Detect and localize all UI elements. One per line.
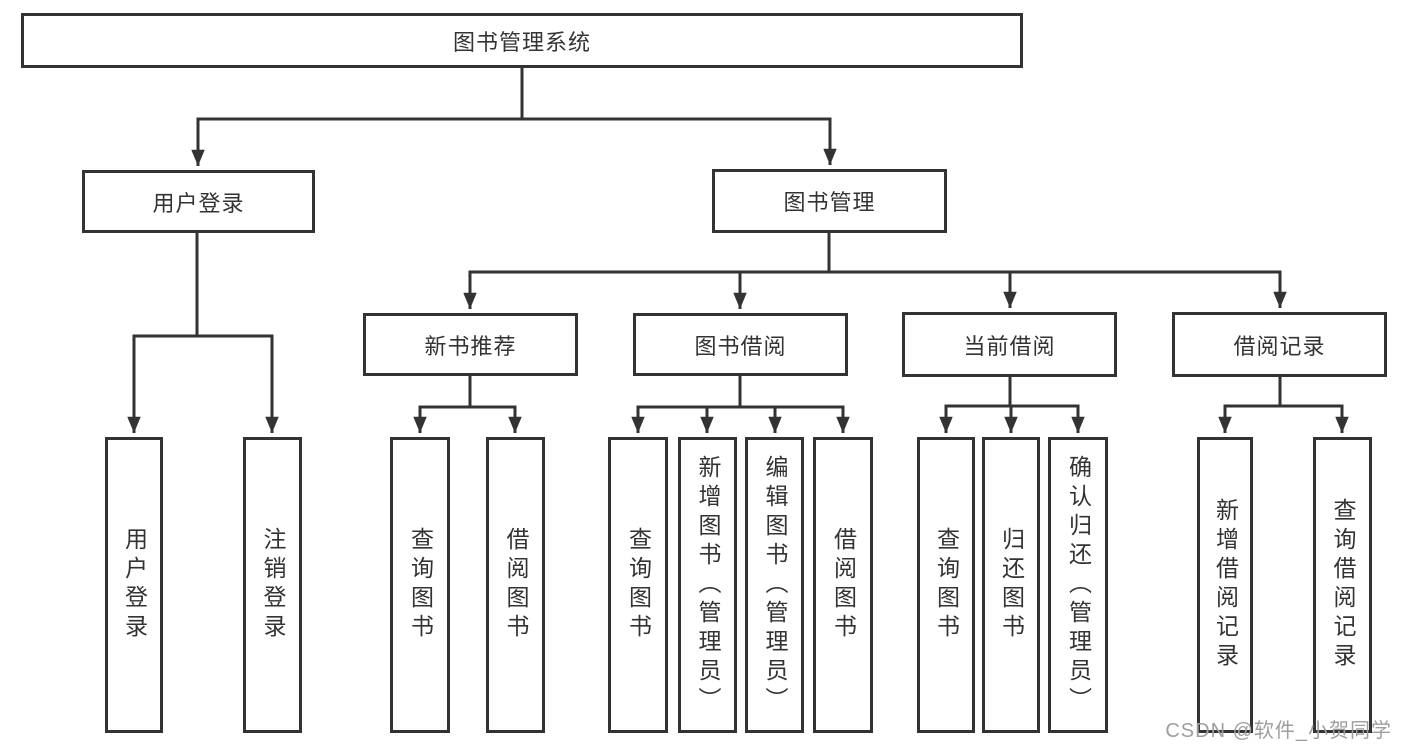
leaf-current-query-books: 查询图书 — [917, 437, 975, 733]
leaf-newbook-borrow-books: 借阅图书 — [486, 437, 545, 733]
node-current-borrowing: 当前借阅 — [902, 312, 1117, 377]
leaf-newbook-query-books: 查询图书 — [390, 437, 450, 733]
node-book-borrowing: 图书借阅 — [633, 313, 848, 376]
leaf-borrowing-borrow-books: 借阅图书 — [813, 437, 873, 733]
node-new-book-recommendation: 新书推荐 — [363, 313, 578, 376]
leaf-logout: 注销登录 — [243, 437, 302, 733]
leaf-records-add-record: 新增借阅记录 — [1197, 437, 1253, 733]
leaf-current-return-books: 归还图书 — [982, 437, 1040, 733]
leaf-borrowing-edit-books-admin: 编辑图书（管理员） — [745, 437, 804, 733]
watermark-text: CSDN @软件_小贺同学 — [1165, 720, 1392, 742]
leaf-user-login: 用户登录 — [105, 437, 163, 733]
leaf-borrowing-add-books-admin: 新增图书（管理员） — [678, 437, 737, 733]
node-user-login: 用户登录 — [82, 170, 315, 233]
node-book-management: 图书管理 — [712, 169, 947, 233]
node-borrowing-records: 借阅记录 — [1172, 312, 1387, 377]
leaf-current-confirm-return-admin: 确认归还（管理员） — [1048, 437, 1108, 733]
node-library-system: 图书管理系统 — [21, 13, 1023, 68]
leaf-records-query-record: 查询借阅记录 — [1313, 437, 1372, 733]
leaf-borrowing-query-books: 查询图书 — [608, 437, 668, 733]
